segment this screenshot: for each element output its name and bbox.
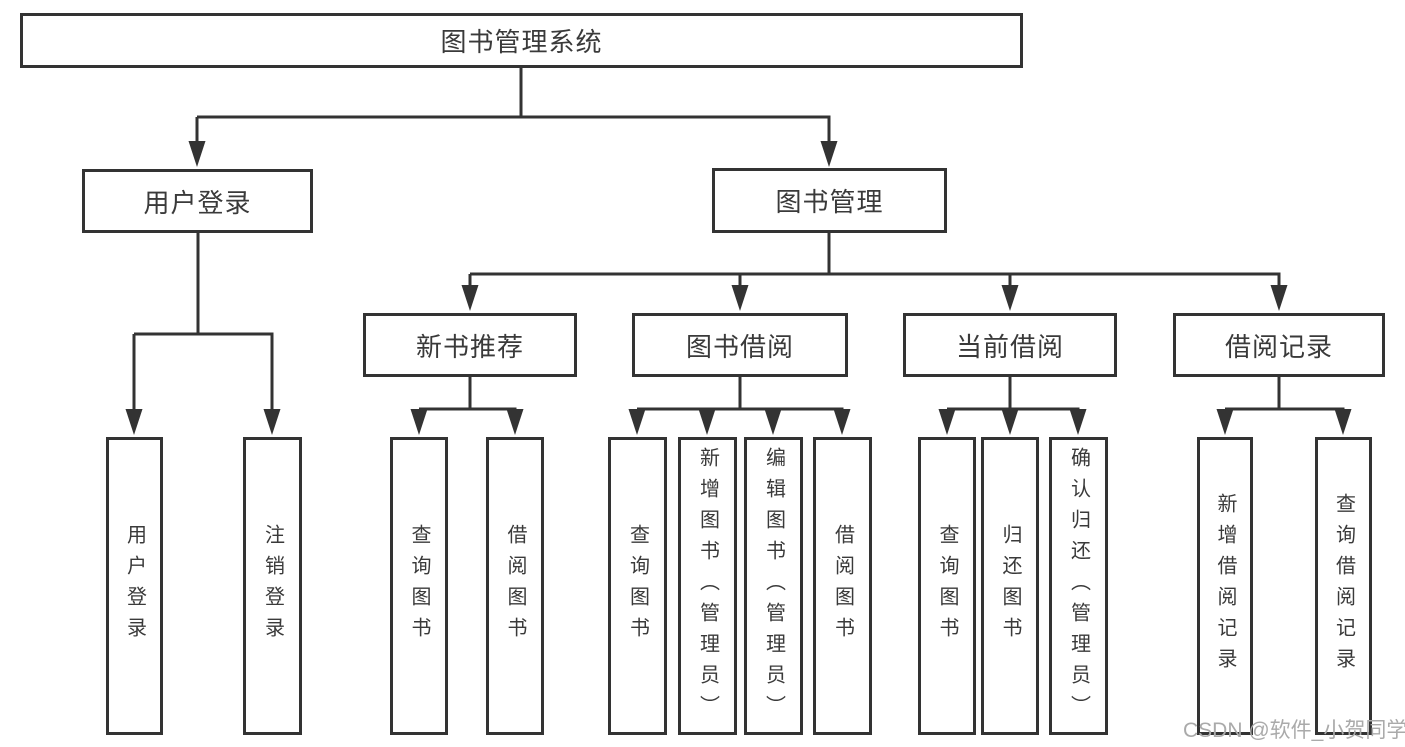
watermark: CSDN @软件_小贺同学 [1183,719,1405,742]
leaf-borrow-borrow-book: 借阅图书 [813,437,872,735]
leaf-borrow-edit-book: 编辑图书（管理员） [744,437,803,735]
node-new-book-recommend: 新书推荐 [363,313,577,377]
leaf-recommend-borrow-book: 借阅图书 [486,437,544,735]
leaf-recommend-query-book: 查询图书 [390,437,448,735]
node-book-management: 图书管理 [712,168,947,233]
leaf-user-login: 用户登录 [106,437,163,735]
leaf-logout: 注销登录 [243,437,302,735]
leaf-current-return-book: 归还图书 [981,437,1039,735]
node-book-borrow: 图书借阅 [632,313,848,377]
node-root: 图书管理系统 [20,13,1023,68]
node-user-login: 用户登录 [82,169,313,233]
node-borrow-records: 借阅记录 [1173,313,1385,377]
leaf-records-query-record: 查询借阅记录 [1315,437,1372,735]
leaf-current-confirm-return: 确认归还（管理员） [1049,437,1108,735]
node-current-borrow: 当前借阅 [903,313,1117,377]
leaf-records-add-record: 新增借阅记录 [1197,437,1253,735]
leaf-borrow-add-book: 新增图书（管理员） [678,437,737,735]
leaf-borrow-query-book: 查询图书 [608,437,667,735]
leaf-current-query-book: 查询图书 [918,437,976,735]
